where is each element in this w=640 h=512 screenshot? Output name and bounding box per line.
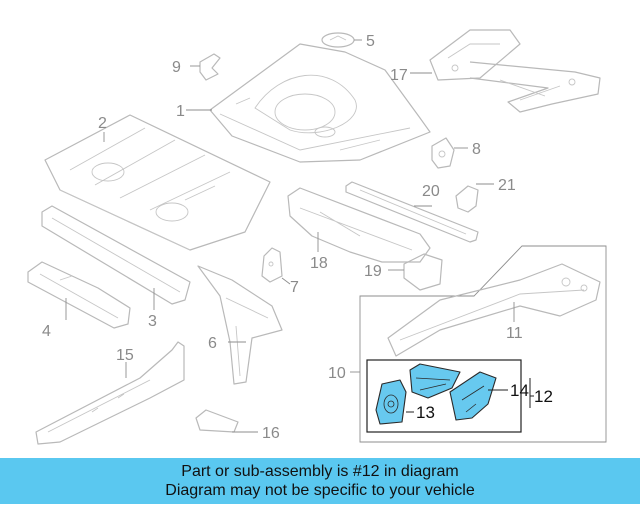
callout-7: 7 xyxy=(290,279,299,296)
part-18-reinforcement xyxy=(287,187,431,263)
banner-line-2: Diagram may not be specific to your vehi… xyxy=(165,482,475,499)
part-3-sill xyxy=(41,205,191,305)
part-12-reinforcement-highlighted xyxy=(449,371,497,421)
part-16-bracket xyxy=(195,409,239,433)
part-9-bracket xyxy=(199,53,221,81)
callout-1: 1 xyxy=(176,103,185,120)
part-15-floor-rail xyxy=(35,341,185,445)
callout-18: 18 xyxy=(310,255,328,272)
part-7-bracket xyxy=(261,247,283,283)
part-13-plate-highlighted xyxy=(375,379,407,425)
leader-lines xyxy=(65,39,531,433)
callout-13: 13 xyxy=(416,403,435,422)
callout-6: 6 xyxy=(208,335,217,352)
part-11-side-member xyxy=(387,263,601,357)
inset-frame xyxy=(359,245,607,443)
part-6-pillar xyxy=(197,265,283,385)
part-5-plug xyxy=(321,32,355,48)
callout-4: 4 xyxy=(42,323,51,340)
callout-20: 20 xyxy=(422,183,440,200)
callout-15: 15 xyxy=(116,347,134,364)
callout-19: 19 xyxy=(364,263,382,280)
callout-9: 9 xyxy=(172,59,181,76)
callout-3: 3 xyxy=(148,313,157,330)
callout-16: 16 xyxy=(262,425,280,442)
callout-10: 10 xyxy=(328,365,346,382)
callout-5: 5 xyxy=(366,33,375,50)
part-4-side-member xyxy=(27,261,131,329)
part-1-rear-floor-pan xyxy=(209,43,431,163)
part-2-front-floor-pan xyxy=(44,114,271,251)
floor-pan-exploded-diagram: 9 5 1 17 2 8 20 21 18 7 19 3 4 6 11 10 1… xyxy=(27,29,607,445)
callout-8: 8 xyxy=(472,141,481,158)
callout-14: 14 xyxy=(510,381,529,400)
part-19-brace xyxy=(403,253,443,291)
part-14-bracket-highlighted xyxy=(409,363,461,399)
part-21-bracket xyxy=(455,185,479,213)
banner-line-1: Part or sub-assembly is #12 in diagram xyxy=(181,463,459,480)
callout-2: 2 xyxy=(98,115,107,132)
part-17-crossmember xyxy=(429,29,601,113)
part-20-rail xyxy=(345,181,479,243)
part-8-plate xyxy=(431,137,455,169)
callout-11: 11 xyxy=(506,325,523,342)
callout-12: 12 xyxy=(534,387,553,406)
highlight-box-12 xyxy=(366,359,522,433)
callout-21: 21 xyxy=(498,177,516,194)
info-banner: Part or sub-assembly is #12 in diagram D… xyxy=(0,458,640,504)
callout-17: 17 xyxy=(390,67,408,84)
